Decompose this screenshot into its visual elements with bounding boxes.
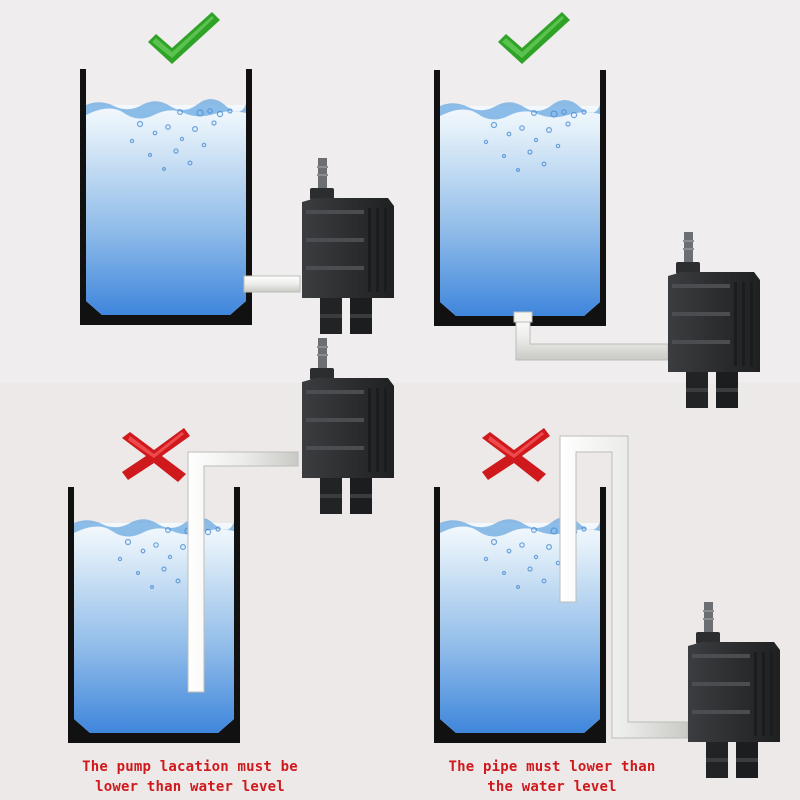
panel-top-right <box>433 12 760 408</box>
caption-pipe-level: The pipe must lower than the water level <box>402 757 702 797</box>
cross-icon <box>122 428 190 482</box>
caption-right-line1: The pipe must lower than <box>448 759 656 775</box>
outlet-pipe <box>559 435 689 739</box>
water-tank <box>433 486 607 744</box>
checkmark-icon <box>148 12 220 64</box>
panel-bottom-right <box>433 428 780 778</box>
caption-left-line2: lower than water level <box>95 779 285 795</box>
panel-top-left <box>79 12 394 334</box>
caption-pump-location: The pump lacation must be lower than wat… <box>40 757 340 797</box>
water-pump <box>302 338 394 514</box>
pipe-inlet <box>513 311 533 323</box>
cross-icon <box>482 428 550 482</box>
checkmark-icon <box>498 12 570 64</box>
water-tank <box>67 486 241 744</box>
water-tank <box>433 69 607 327</box>
water-tank <box>79 68 253 326</box>
outlet-pipe <box>243 275 301 293</box>
water-pump <box>668 232 760 408</box>
water-pump <box>688 602 780 778</box>
caption-left-line1: The pump lacation must be <box>82 759 298 775</box>
water-pump <box>302 158 394 334</box>
panel-bottom-left <box>67 338 394 744</box>
caption-right-line2: the water level <box>487 779 617 795</box>
outlet-pipe <box>187 451 299 693</box>
